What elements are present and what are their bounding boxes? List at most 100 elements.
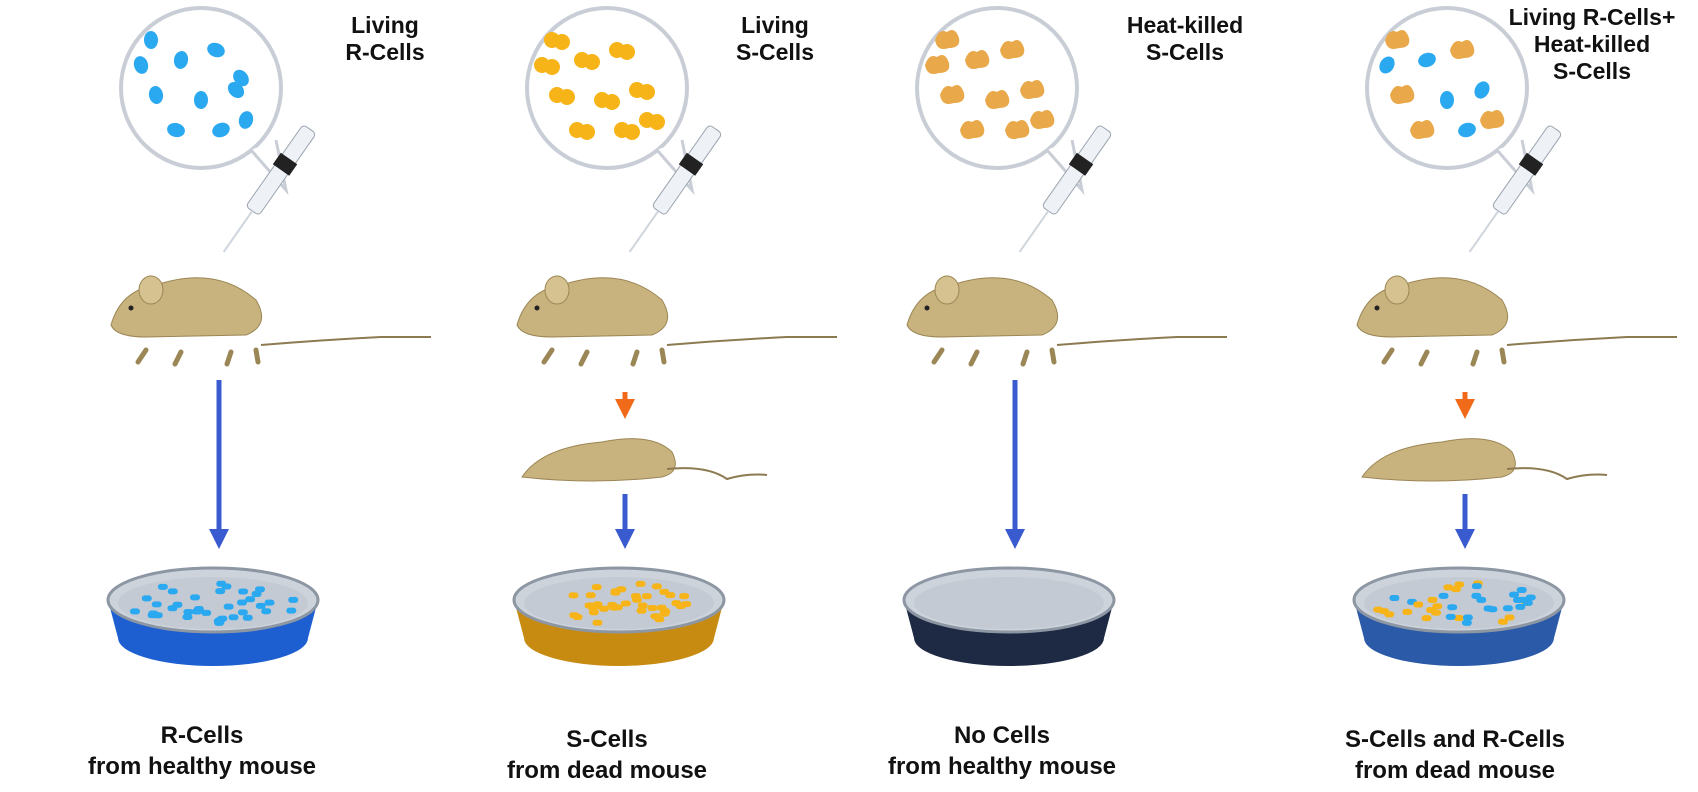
r-colony <box>288 596 299 603</box>
r-colony <box>223 603 234 610</box>
mouse-tail <box>1056 336 1227 346</box>
label-line: S-Cells <box>566 726 648 753</box>
petri-dish <box>106 566 320 666</box>
r-cell <box>133 56 149 74</box>
s-colony <box>1450 586 1461 593</box>
mouse <box>1356 275 1677 367</box>
heat-killed-s-cell <box>985 90 1010 109</box>
syringe-needle <box>1018 210 1050 253</box>
heat-killed-s-cell <box>1480 110 1505 129</box>
mouse-tail <box>666 467 768 481</box>
heat-killed-s-cell <box>1005 120 1030 139</box>
syringe-icon <box>1018 125 1112 253</box>
syringe-needle <box>222 210 254 253</box>
s-colony <box>610 588 621 595</box>
s-cell <box>604 94 620 110</box>
r-colony <box>216 580 227 587</box>
heat-killed-s-cell <box>925 55 950 74</box>
mouse-tail <box>666 336 837 346</box>
mouse-eye <box>534 305 540 311</box>
r-cell <box>1439 91 1455 109</box>
s-colony <box>641 593 652 600</box>
s-colony <box>620 600 631 607</box>
r-colony <box>1447 604 1458 611</box>
s-colony <box>1454 581 1465 588</box>
mouse-eye <box>1374 305 1380 311</box>
s-cell <box>619 44 635 60</box>
mouse <box>906 275 1227 367</box>
syringe-icon <box>222 125 316 253</box>
s-colony <box>636 607 647 614</box>
r-colony <box>245 596 256 603</box>
syringe-needle <box>1468 210 1500 253</box>
dish-inner <box>914 577 1104 629</box>
s-colony <box>592 619 603 626</box>
mouse-body <box>1361 438 1516 482</box>
label-line: S-Cells and R-Cells <box>1344 726 1566 753</box>
mouse-body <box>110 277 263 338</box>
s-colony <box>588 604 599 611</box>
r-colony <box>1518 596 1529 603</box>
s-cell <box>544 59 560 75</box>
r-colony <box>238 588 249 595</box>
s-colony <box>1443 584 1454 591</box>
heat-killed-s-cell <box>1385 30 1410 49</box>
label-col2-bottom: S-Cells from dead mouse <box>507 724 707 786</box>
dead-mouse <box>521 438 768 482</box>
s-colony <box>665 592 676 599</box>
r-colony <box>264 599 275 606</box>
label-line: Living R-Cells+ <box>1508 4 1676 30</box>
r-colony <box>237 599 248 606</box>
s-cell <box>639 84 655 100</box>
heat-killed-s-cell <box>940 85 965 104</box>
r-cell <box>1458 122 1476 138</box>
s-colony <box>637 602 648 609</box>
syringe-plunger <box>1518 152 1544 176</box>
r-colony <box>201 609 212 616</box>
label-line: from healthy mouse <box>87 753 317 780</box>
s-cell <box>554 34 570 50</box>
s-colony <box>569 612 580 619</box>
s-colony <box>650 613 661 620</box>
s-colony <box>1427 596 1438 603</box>
mouse <box>516 275 837 367</box>
mouse-legs <box>931 347 1057 367</box>
syringe-plunger <box>272 152 298 176</box>
r-colony <box>167 588 178 595</box>
r-colony <box>1438 592 1449 599</box>
r-cell <box>1379 56 1395 74</box>
magnifier-bubble <box>119 6 283 170</box>
r-colony <box>242 614 253 621</box>
s-cell <box>579 124 595 140</box>
s-colony <box>631 596 642 603</box>
mouse-legs <box>135 347 261 367</box>
s-colony <box>679 593 690 600</box>
heat-killed-s-cell <box>1030 110 1055 129</box>
experiment-column-3 <box>902 6 1227 666</box>
heat-killed-s-cell <box>935 30 960 49</box>
s-cell <box>649 114 665 130</box>
s-colony <box>635 580 646 587</box>
s-cell <box>584 54 600 70</box>
heat-killed-s-cell <box>965 50 990 69</box>
r-colony <box>1462 614 1473 621</box>
r-colony <box>261 608 272 615</box>
syringe-plunger <box>1068 152 1094 176</box>
s-colony <box>591 584 602 591</box>
r-cell <box>207 42 225 58</box>
petri-dish <box>512 566 726 666</box>
label-line: from dead mouse <box>506 757 708 784</box>
label-line: No Cells <box>953 722 1051 749</box>
syringe-plunger <box>678 152 704 176</box>
s-colony <box>1504 614 1515 621</box>
mouse-tail <box>1506 467 1608 481</box>
r-colony <box>129 608 140 615</box>
label-line: Living <box>351 12 419 38</box>
s-colony <box>1402 608 1413 615</box>
